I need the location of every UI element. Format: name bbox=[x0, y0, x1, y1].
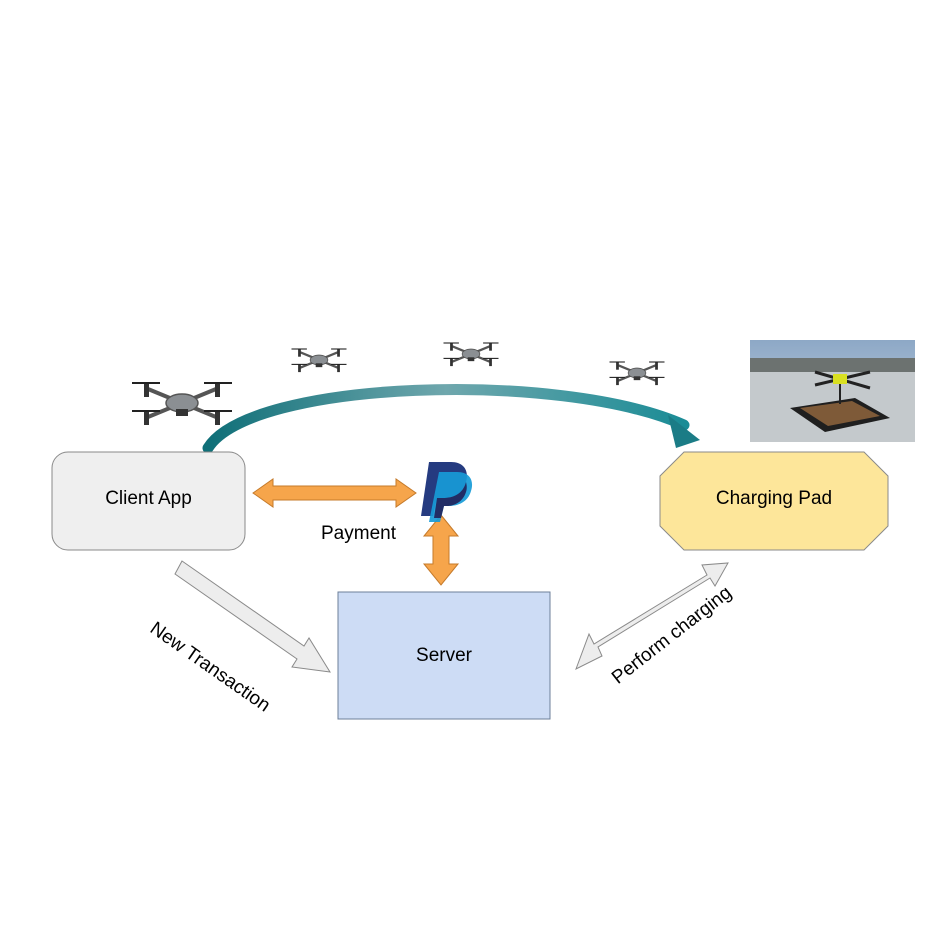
server-payment-double-arrow bbox=[422, 514, 460, 586]
paypal-logo-icon bbox=[421, 462, 473, 522]
payment-label: Payment bbox=[321, 523, 396, 544]
drone-icon bbox=[130, 381, 234, 427]
flight-arc bbox=[202, 384, 690, 454]
new-transaction-arrow bbox=[174, 560, 331, 673]
drone-icon bbox=[290, 347, 348, 374]
perform-charging-arrow bbox=[575, 562, 729, 671]
server-node bbox=[337, 591, 551, 720]
drone-icon bbox=[442, 341, 500, 368]
server-label: Server bbox=[416, 645, 472, 666]
payment-double-arrow bbox=[252, 478, 417, 508]
charging-pad-label: Charging Pad bbox=[715, 488, 833, 509]
flight-arc-arrowhead bbox=[668, 415, 700, 448]
charging-pad-node bbox=[659, 451, 889, 551]
client-app-label: Client App bbox=[105, 488, 192, 509]
drone-icon bbox=[608, 360, 666, 387]
client-app-node bbox=[51, 451, 246, 551]
charging-pad-photo bbox=[750, 340, 915, 442]
